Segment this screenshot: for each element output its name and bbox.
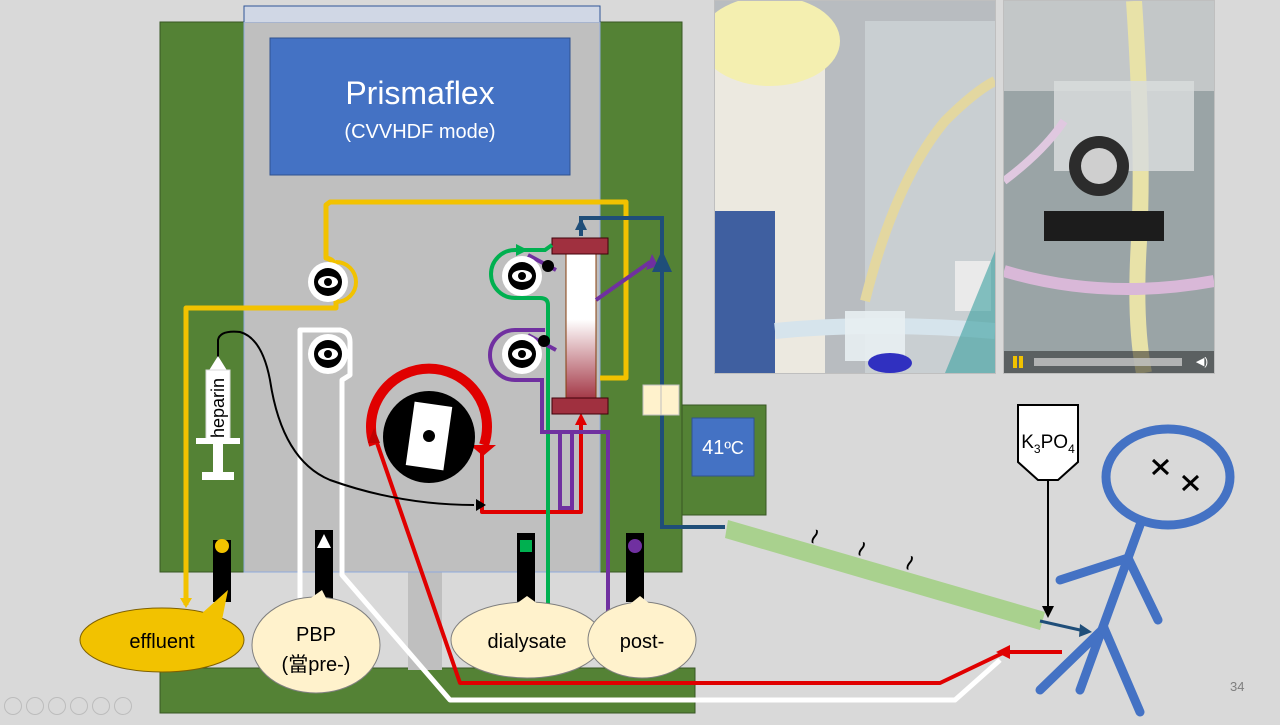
more-icon[interactable] [114, 697, 132, 715]
effluent-pump-arc [335, 260, 358, 304]
prev-slide-icon[interactable] [4, 697, 22, 715]
post-branch [558, 432, 574, 510]
post-to-return [594, 260, 652, 302]
pause-icon[interactable] [1010, 354, 1026, 370]
pen-icon[interactable] [48, 697, 66, 715]
heparin-arrow [476, 499, 486, 511]
pbp-label-2: (當pre-) [282, 653, 351, 676]
pbp-bubble [251, 590, 381, 694]
blood-arrow-return [996, 645, 1010, 659]
video-controls: ◀) [1004, 351, 1214, 373]
pbp-line [297, 327, 1002, 703]
slideshow-toolbar [4, 697, 132, 715]
post-line [488, 328, 610, 612]
pbp-pump [308, 334, 348, 374]
dialysate-pump [502, 256, 554, 296]
dialysate-label: dialysate [488, 631, 567, 653]
next-slide-icon[interactable] [26, 697, 44, 715]
blood-pump-arc [366, 363, 492, 447]
post-label: post- [620, 631, 664, 653]
warm-return-tube [725, 520, 1045, 630]
blood-line-return [374, 439, 1062, 685]
heparin-syringe [196, 356, 240, 480]
effluent-label: effluent [129, 631, 195, 653]
post-scale [626, 533, 644, 602]
filter-bottom-cap [551, 397, 609, 415]
heparin-label: heparin [208, 378, 228, 438]
dialysate-arrow [516, 244, 528, 256]
panel-top-frame [243, 5, 601, 22]
video-pump-closeup[interactable]: ◀) [1003, 0, 1215, 374]
photo-filter-closeup [714, 0, 996, 374]
air-detector [652, 250, 672, 272]
screen [269, 37, 571, 176]
blood-arrow-filter [575, 413, 587, 425]
effluent-scale [213, 539, 231, 602]
replacement-pump [502, 334, 550, 374]
blood-pump-arrow [470, 445, 496, 456]
volume-icon[interactable]: ◀) [1195, 356, 1208, 368]
screen-title: Prismaflex [345, 75, 494, 111]
heparin-line [217, 330, 475, 506]
return-to-patient [1039, 619, 1081, 632]
patient-figure [1035, 424, 1235, 717]
screen-mode: (CVVHDF mode) [344, 121, 495, 143]
dialysate-scale [517, 533, 535, 602]
return-patient-arrow [1079, 624, 1092, 637]
filter-top-cap [551, 237, 609, 255]
machine-neck [408, 572, 442, 670]
effluent-bubble [79, 590, 245, 673]
blood-pump-tail [368, 428, 380, 443]
k3po4-bag [1017, 404, 1079, 481]
pbp-label-1: PBP [296, 624, 336, 646]
zoom-icon[interactable] [70, 697, 88, 715]
pbp-scale [315, 530, 333, 602]
blood-line-to-filter [480, 420, 583, 514]
k3po4-label: K3PO4 [1021, 432, 1075, 456]
heater-temp: 41ºC [702, 437, 744, 459]
patient-eyes [1151, 458, 1200, 492]
effluent-pump [308, 262, 348, 302]
post-bubble [587, 596, 697, 679]
effluent-arrow [180, 598, 192, 608]
dialysate-line [489, 243, 554, 612]
k3po4-arrow [1042, 606, 1054, 618]
return-arrow-top [575, 218, 587, 230]
page-number: 34 [1230, 679, 1245, 694]
video-progress-bar[interactable] [1034, 358, 1182, 366]
blood-pump-axle [423, 430, 435, 442]
view-icon[interactable] [92, 697, 110, 715]
heater-display [691, 417, 755, 477]
filter-body [565, 251, 597, 403]
